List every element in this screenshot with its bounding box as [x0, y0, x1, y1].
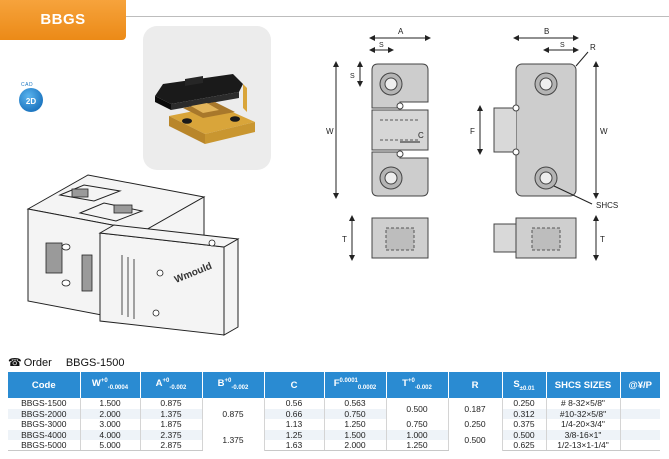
cell-shcs: #10-32×5/8" [546, 408, 621, 419]
cell-price [620, 398, 660, 409]
cell-code[interactable]: BBGS-3000 [8, 419, 81, 430]
dim-w-label-left: W [326, 127, 334, 136]
header-tab: BBGS [0, 0, 126, 40]
dim-c-label: C [418, 131, 424, 140]
cell-s: 0.500 [502, 429, 547, 440]
cell-s: 0.375 [502, 419, 547, 430]
order-label: Order [23, 357, 52, 369]
cell-code[interactable]: BBGS-1500 [8, 398, 81, 409]
dim-b-label: B [544, 27, 549, 36]
cell-w: 5.000 [80, 440, 141, 451]
2d-badge-icon[interactable]: 2D [19, 88, 43, 112]
table-header-row: Code W+0-0.0004 A+0-0.002 B+0-0.002 C F0… [8, 372, 660, 398]
cell-r: 0.187 [448, 398, 503, 419]
cell-f: 1.250 [324, 419, 387, 430]
shcs-label: SHCS [596, 201, 618, 210]
cell-w: 1.500 [80, 398, 141, 409]
dim-t-label-left: T [342, 235, 347, 244]
col-b: B+0-0.002 [202, 372, 265, 398]
cell-a: 2.375 [140, 429, 203, 440]
cell-b: 0.875 [202, 398, 265, 430]
cell-b: 1.375 [202, 429, 265, 451]
cell-r: 0.500 [448, 429, 503, 451]
col-w: W+0-0.0004 [80, 372, 141, 398]
cell-c: 0.66 [264, 408, 325, 419]
cell-s: 0.625 [502, 440, 547, 451]
dim-w-label-right: W [600, 127, 608, 136]
dim-s-label-top: S [379, 42, 384, 49]
cell-s: 0.312 [502, 408, 547, 419]
cad-caption: CAD [21, 82, 34, 88]
header-rule [126, 16, 669, 17]
spec-table: Code W+0-0.0004 A+0-0.002 B+0-0.002 C F0… [8, 372, 660, 451]
order-line: ☎Order BBGS-1500 [8, 356, 125, 369]
cell-t: 1.000 [386, 429, 449, 440]
cell-w: 3.000 [80, 419, 141, 430]
cell-w: 4.000 [80, 429, 141, 440]
table-row[interactable]: BBGS-3000 3.000 1.875 1.13 1.250 0.750 0… [8, 419, 660, 430]
col-f: F0.00010.0002 [324, 372, 387, 398]
cell-r: 0.250 [448, 419, 503, 430]
cell-shcs: 3/8-16×1" [546, 429, 621, 440]
cell-shcs: 1/4-20×3/4" [546, 419, 621, 430]
cell-t: 0.500 [386, 398, 449, 419]
cell-f: 0.750 [324, 408, 387, 419]
cell-f: 2.000 [324, 440, 387, 451]
col-price: @¥/P [620, 372, 660, 398]
2d-badge-label: 2D [25, 97, 37, 106]
product-photo [143, 26, 271, 170]
cell-t: 1.250 [386, 440, 449, 451]
dim-f-label: F [470, 127, 475, 136]
cell-c: 1.25 [264, 429, 325, 440]
dim-a-label: A [398, 27, 404, 36]
table-row[interactable]: BBGS-4000 4.000 2.375 1.375 1.25 1.500 1… [8, 429, 660, 451]
cell-t: 0.750 [386, 419, 449, 430]
cell-shcs: # 8-32×5/8" [546, 398, 621, 409]
cell-c: 0.56 [264, 398, 325, 409]
cell-c: 1.13 [264, 419, 325, 430]
cell-w: 2.000 [80, 408, 141, 419]
cell-price [620, 429, 660, 440]
dim-t-label-right: T [600, 235, 605, 244]
cell-a: 2.875 [140, 440, 203, 451]
cell-a: 1.875 [140, 419, 203, 430]
table-row[interactable]: BBGS-1500 1.500 0.875 0.875 0.56 0.563 0… [8, 398, 660, 430]
phone-icon: ☎ [8, 357, 22, 369]
mold-assembly-drawing: Wmould [26, 174, 240, 336]
order-code[interactable]: BBGS-1500 [65, 357, 125, 369]
dimension-drawing: A S S W C T B S R F W SHCS T [326, 27, 618, 261]
col-shcs: SHCS SIZES [546, 372, 621, 398]
cell-a: 0.875 [140, 398, 203, 409]
cell-c: 1.63 [264, 440, 325, 451]
cell-price [620, 419, 660, 430]
cell-shcs: 1/2-13×1-1/4" [546, 440, 621, 451]
col-t: T+0-0.002 [386, 372, 449, 398]
page-title: BBGS [40, 11, 86, 28]
col-code: Code [8, 372, 81, 398]
gib-block-photo-icon [155, 74, 255, 144]
dim-s-label-right: S [560, 42, 565, 49]
cell-f: 0.563 [324, 398, 387, 409]
cell-code[interactable]: BBGS-5000 [8, 440, 81, 451]
cell-code[interactable]: BBGS-4000 [8, 429, 81, 440]
cell-f: 1.500 [324, 429, 387, 440]
table-row[interactable]: BBGS-5000 5.000 2.875 1.63 2.000 1.250 0… [8, 440, 660, 451]
cell-price [620, 440, 660, 451]
col-a: A+0-0.002 [140, 372, 203, 398]
cell-price [620, 408, 660, 419]
col-c: C [264, 372, 325, 398]
table-row[interactable]: BBGS-2000 2.000 1.375 0.66 0.750 0.312 #… [8, 408, 660, 419]
cell-code[interactable]: BBGS-2000 [8, 408, 81, 419]
col-r: R [448, 372, 503, 398]
dim-s-label-side: S [350, 73, 355, 80]
cell-s: 0.250 [502, 398, 547, 409]
dim-r-label: R [590, 43, 596, 52]
col-s: S±0.01 [502, 372, 547, 398]
cell-a: 1.375 [140, 408, 203, 419]
